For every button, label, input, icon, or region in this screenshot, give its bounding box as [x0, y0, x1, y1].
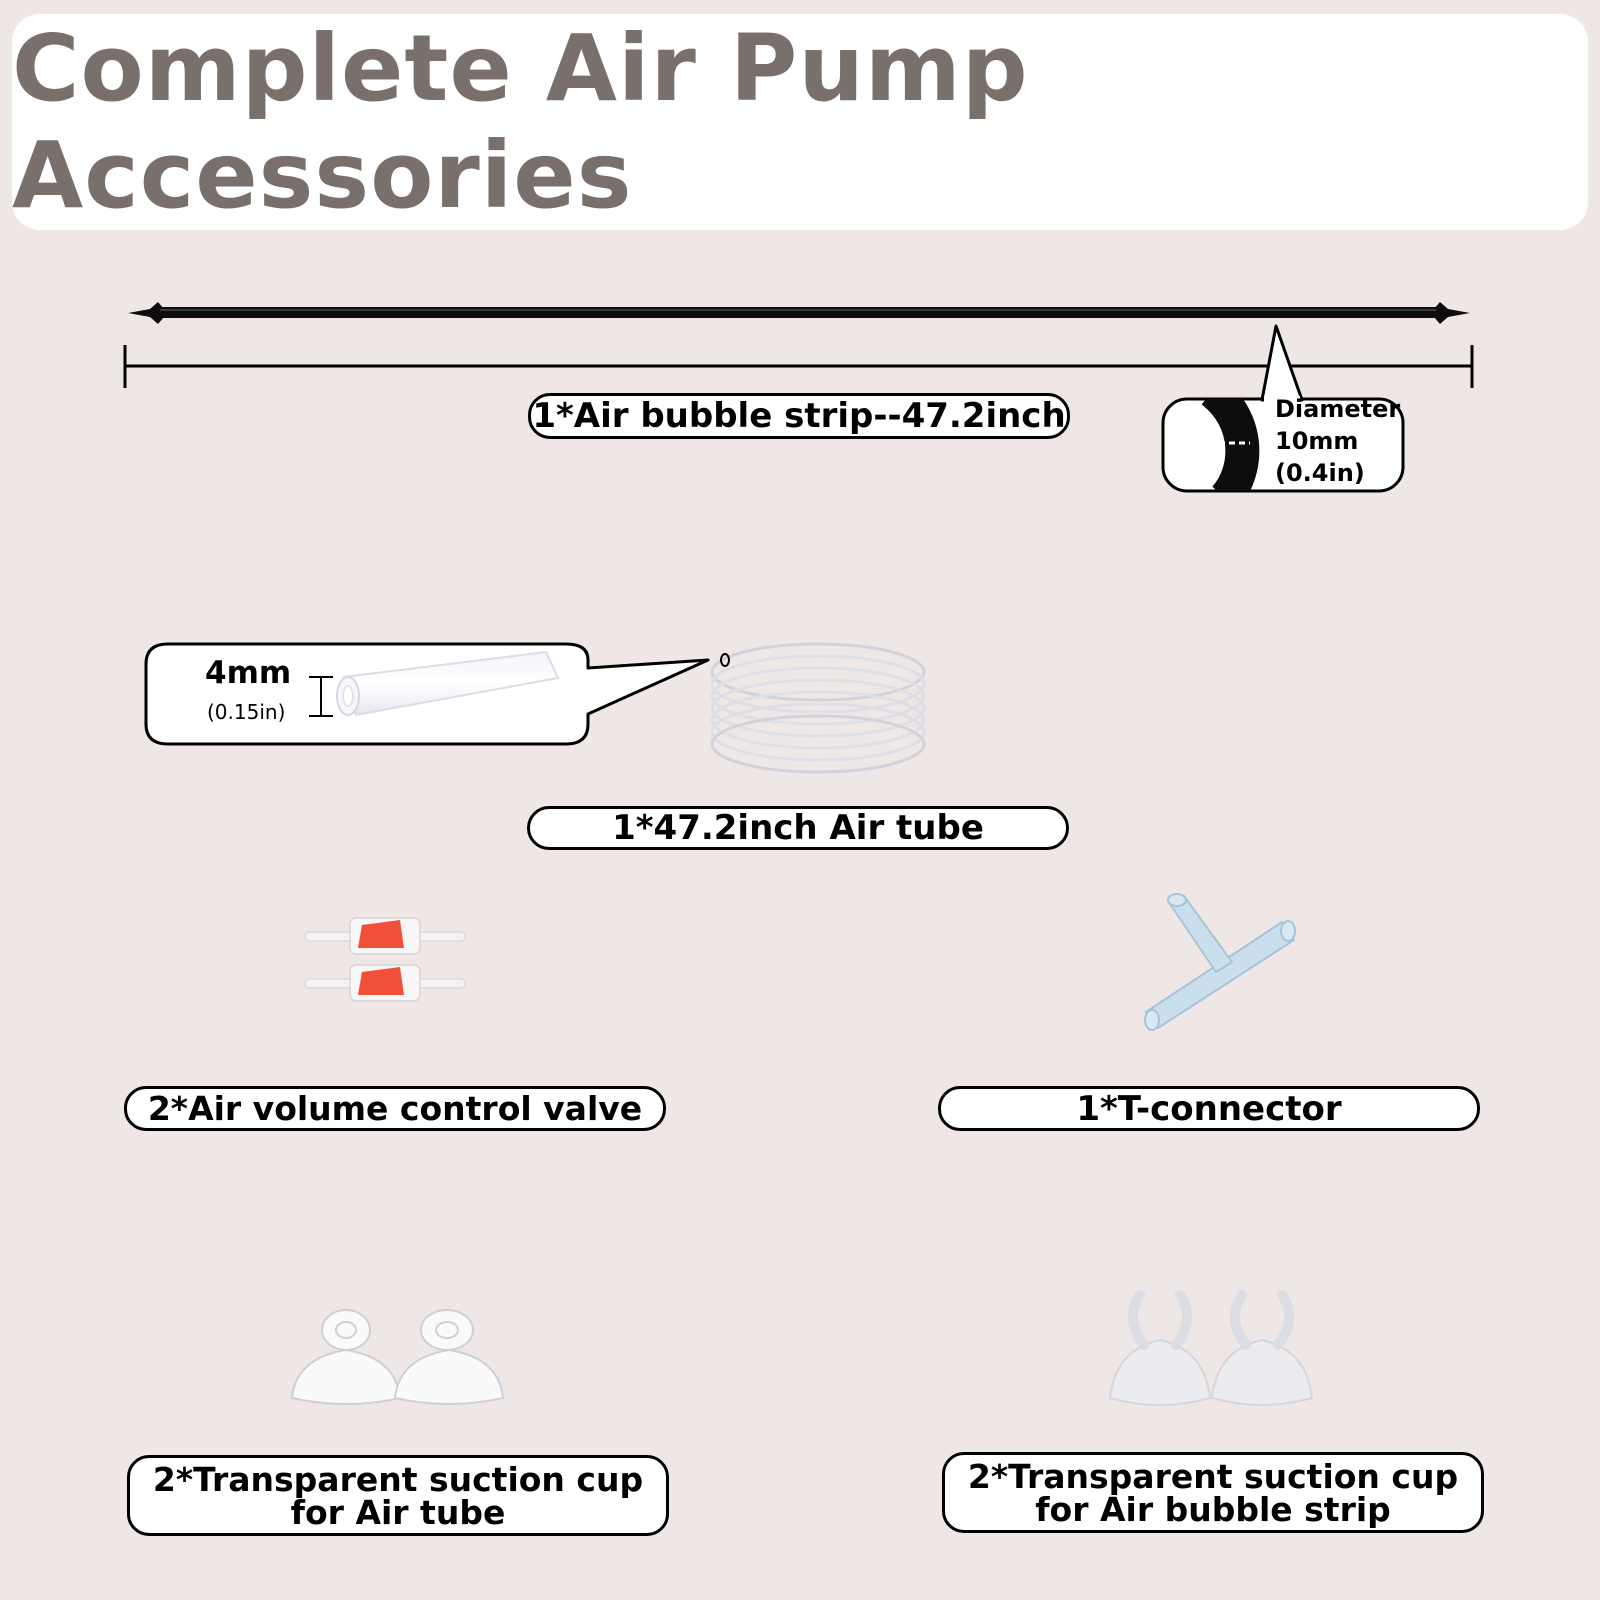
air-tube-label: 1*47.2inch Air tube — [527, 806, 1069, 850]
control-valve-image — [304, 917, 466, 1002]
diameter-in: (0.4in) — [1275, 459, 1365, 487]
air-tube-label-text: 1*47.2inch Air tube — [612, 808, 984, 848]
bubble-strip-label-text: 1*Air bubble strip--47.2inch — [532, 396, 1066, 436]
suction-cup-tube-label: 2*Transparent suction cup for Air tube — [127, 1455, 669, 1536]
suction-cup-strip-label: 2*Transparent suction cup for Air bubble… — [942, 1452, 1484, 1533]
coiled-air-tube-image — [710, 642, 926, 774]
diameter-text: Diameter 10mm (0.4in) — [1275, 393, 1400, 489]
t-connector-label: 1*T-connector — [938, 1086, 1480, 1131]
control-valve-label-text: 2*Air volume control valve — [147, 1089, 643, 1128]
title-card: Complete Air Pump Accessories — [12, 14, 1588, 230]
tube-diameter-mm: 4mm — [205, 655, 292, 691]
suction-cup-strip-label-line2: for Air bubble strip — [1035, 1489, 1391, 1529]
diameter-callout — [1161, 324, 1405, 493]
suction-cup-strip-label-line1: 2*Transparent suction cup — [967, 1456, 1459, 1496]
t-connector-label-text: 1*T-connector — [1076, 1088, 1342, 1129]
bubble-strip-image — [128, 302, 1470, 324]
t-connector-image — [1144, 893, 1296, 1031]
air-tube-callout — [144, 642, 710, 746]
suction-cup-tube-label-line1: 2*Transparent suction cup — [152, 1459, 644, 1499]
bubble-strip-label: 1*Air bubble strip--47.2inch — [528, 393, 1070, 439]
diameter-mm: 10mm — [1275, 427, 1359, 455]
page-title: Complete Air Pump Accessories — [12, 15, 1029, 229]
control-valve-label: 2*Air volume control valve — [124, 1086, 666, 1131]
tube-diameter-in: (0.15in) — [207, 700, 286, 724]
suction-cup-tube-image — [290, 1309, 505, 1405]
length-dimension-line — [123, 345, 1474, 388]
suction-cup-tube-label-line2: for Air tube — [290, 1492, 506, 1532]
suction-cup-strip-image — [1108, 1290, 1314, 1406]
diameter-label: Diameter — [1275, 395, 1401, 423]
